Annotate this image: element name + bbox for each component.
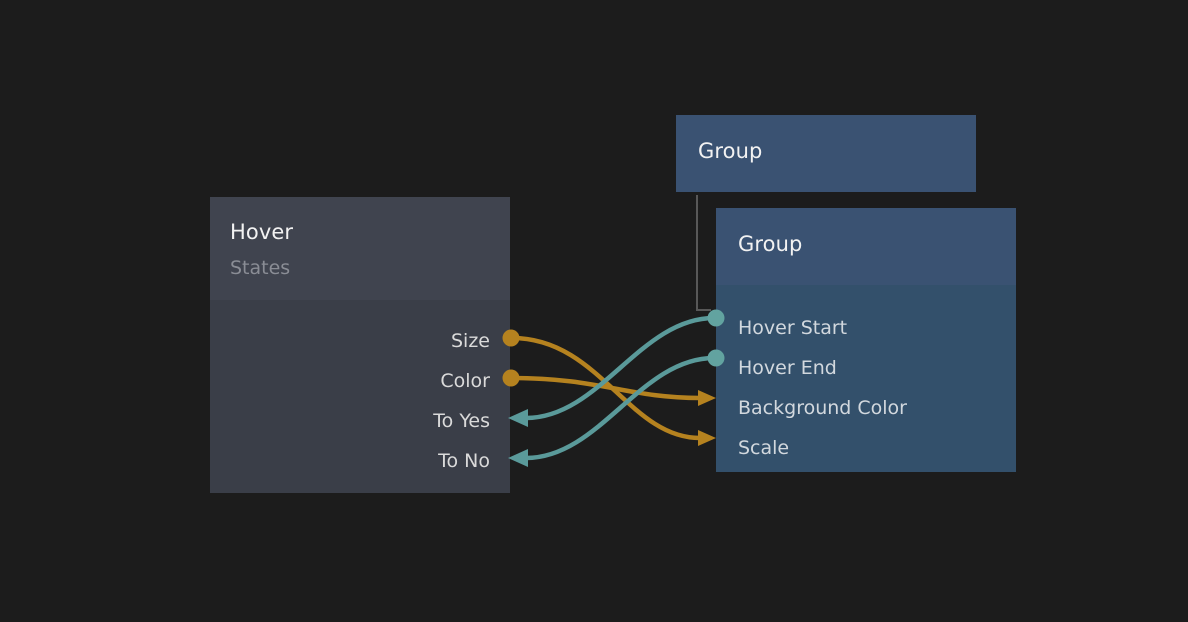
port-hover-start-label: Hover Start (738, 316, 848, 339)
port-hover-end[interactable]: Hover End (738, 358, 837, 378)
port-background-color[interactable]: Background Color (738, 398, 907, 418)
port-size-label: Size (450, 329, 490, 352)
port-to-no[interactable]: To No (438, 451, 490, 471)
wire-color-to-background-color[interactable] (509, 375, 703, 401)
port-background-color-label: Background Color (738, 396, 907, 419)
node-group-outer[interactable]: Group (676, 115, 976, 192)
node-hover[interactable]: Hover States Size Color To Yes To No (210, 197, 510, 493)
node-group-inner-title: Group (738, 232, 803, 256)
port-to-no-label: To No (438, 449, 490, 472)
wire-arrow-background-color (698, 390, 716, 406)
node-group-inner[interactable]: Group Hover Start Hover End Background C… (716, 208, 1016, 472)
wire-arrow-scale (698, 430, 716, 446)
wire-arrow-to-no (508, 449, 528, 467)
port-scale[interactable]: Scale (738, 438, 789, 458)
port-scale-label: Scale (738, 436, 790, 459)
port-hover-end-label: Hover End (738, 356, 837, 379)
port-to-yes-label: To Yes (433, 409, 490, 432)
wire-hover-start-to-to-yes[interactable] (523, 315, 717, 421)
group-bracket-icon (696, 195, 711, 311)
node-group-outer-header[interactable]: Group (676, 115, 976, 192)
wire-size-to-scale[interactable] (509, 335, 703, 441)
port-to-yes[interactable]: To Yes (433, 411, 490, 431)
wire-hover-end-to-to-no[interactable] (523, 355, 717, 461)
node-hover-body: Size Color To Yes To No (210, 300, 510, 493)
port-hover-start[interactable]: Hover Start (738, 318, 847, 338)
port-color-label: Color (440, 369, 490, 392)
node-group-inner-body: Hover Start Hover End Background Color S… (716, 285, 1016, 472)
node-hover-subtitle: States (230, 257, 291, 279)
node-group-outer-title: Group (698, 139, 763, 163)
port-color[interactable]: Color (440, 371, 490, 391)
wire-arrow-to-yes (508, 409, 528, 427)
node-group-inner-header[interactable]: Group (716, 208, 1016, 285)
port-size[interactable]: Size (451, 331, 490, 351)
node-hover-title: Hover (230, 220, 294, 244)
node-hover-header[interactable]: Hover States (210, 197, 510, 300)
